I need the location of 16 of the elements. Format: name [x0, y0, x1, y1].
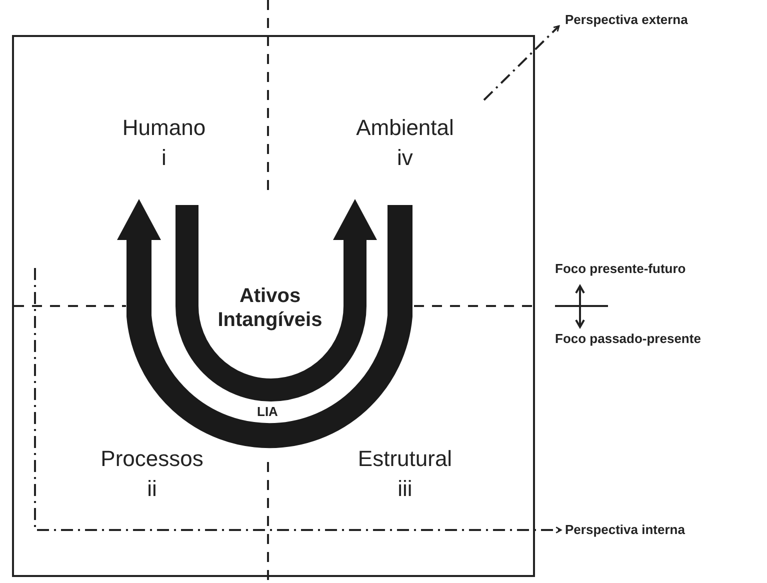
node-text: Humano: [122, 114, 206, 142]
arrow-label: LIA: [257, 405, 278, 418]
node-text: iii: [398, 475, 412, 503]
node-text: iv: [397, 144, 413, 172]
focus-label: Foco passado-presente: [555, 332, 701, 345]
node-text: Perspectiva externa: [565, 12, 689, 28]
node-text: Processos: [100, 445, 204, 474]
dash-dot-arrow: [34, 268, 562, 534]
node-text: Perspectiva interna: [565, 522, 686, 538]
node-text: Estrutural: [358, 445, 452, 474]
node-text: Ambiental: [356, 114, 454, 142]
node-text: ii: [147, 475, 157, 503]
node-text: i: [162, 144, 166, 172]
focus-label: Foco presente-futuro: [555, 262, 686, 275]
node-text: Ativos Intangíveis: [216, 284, 324, 332]
dash-dot-arrow: [483, 25, 560, 101]
